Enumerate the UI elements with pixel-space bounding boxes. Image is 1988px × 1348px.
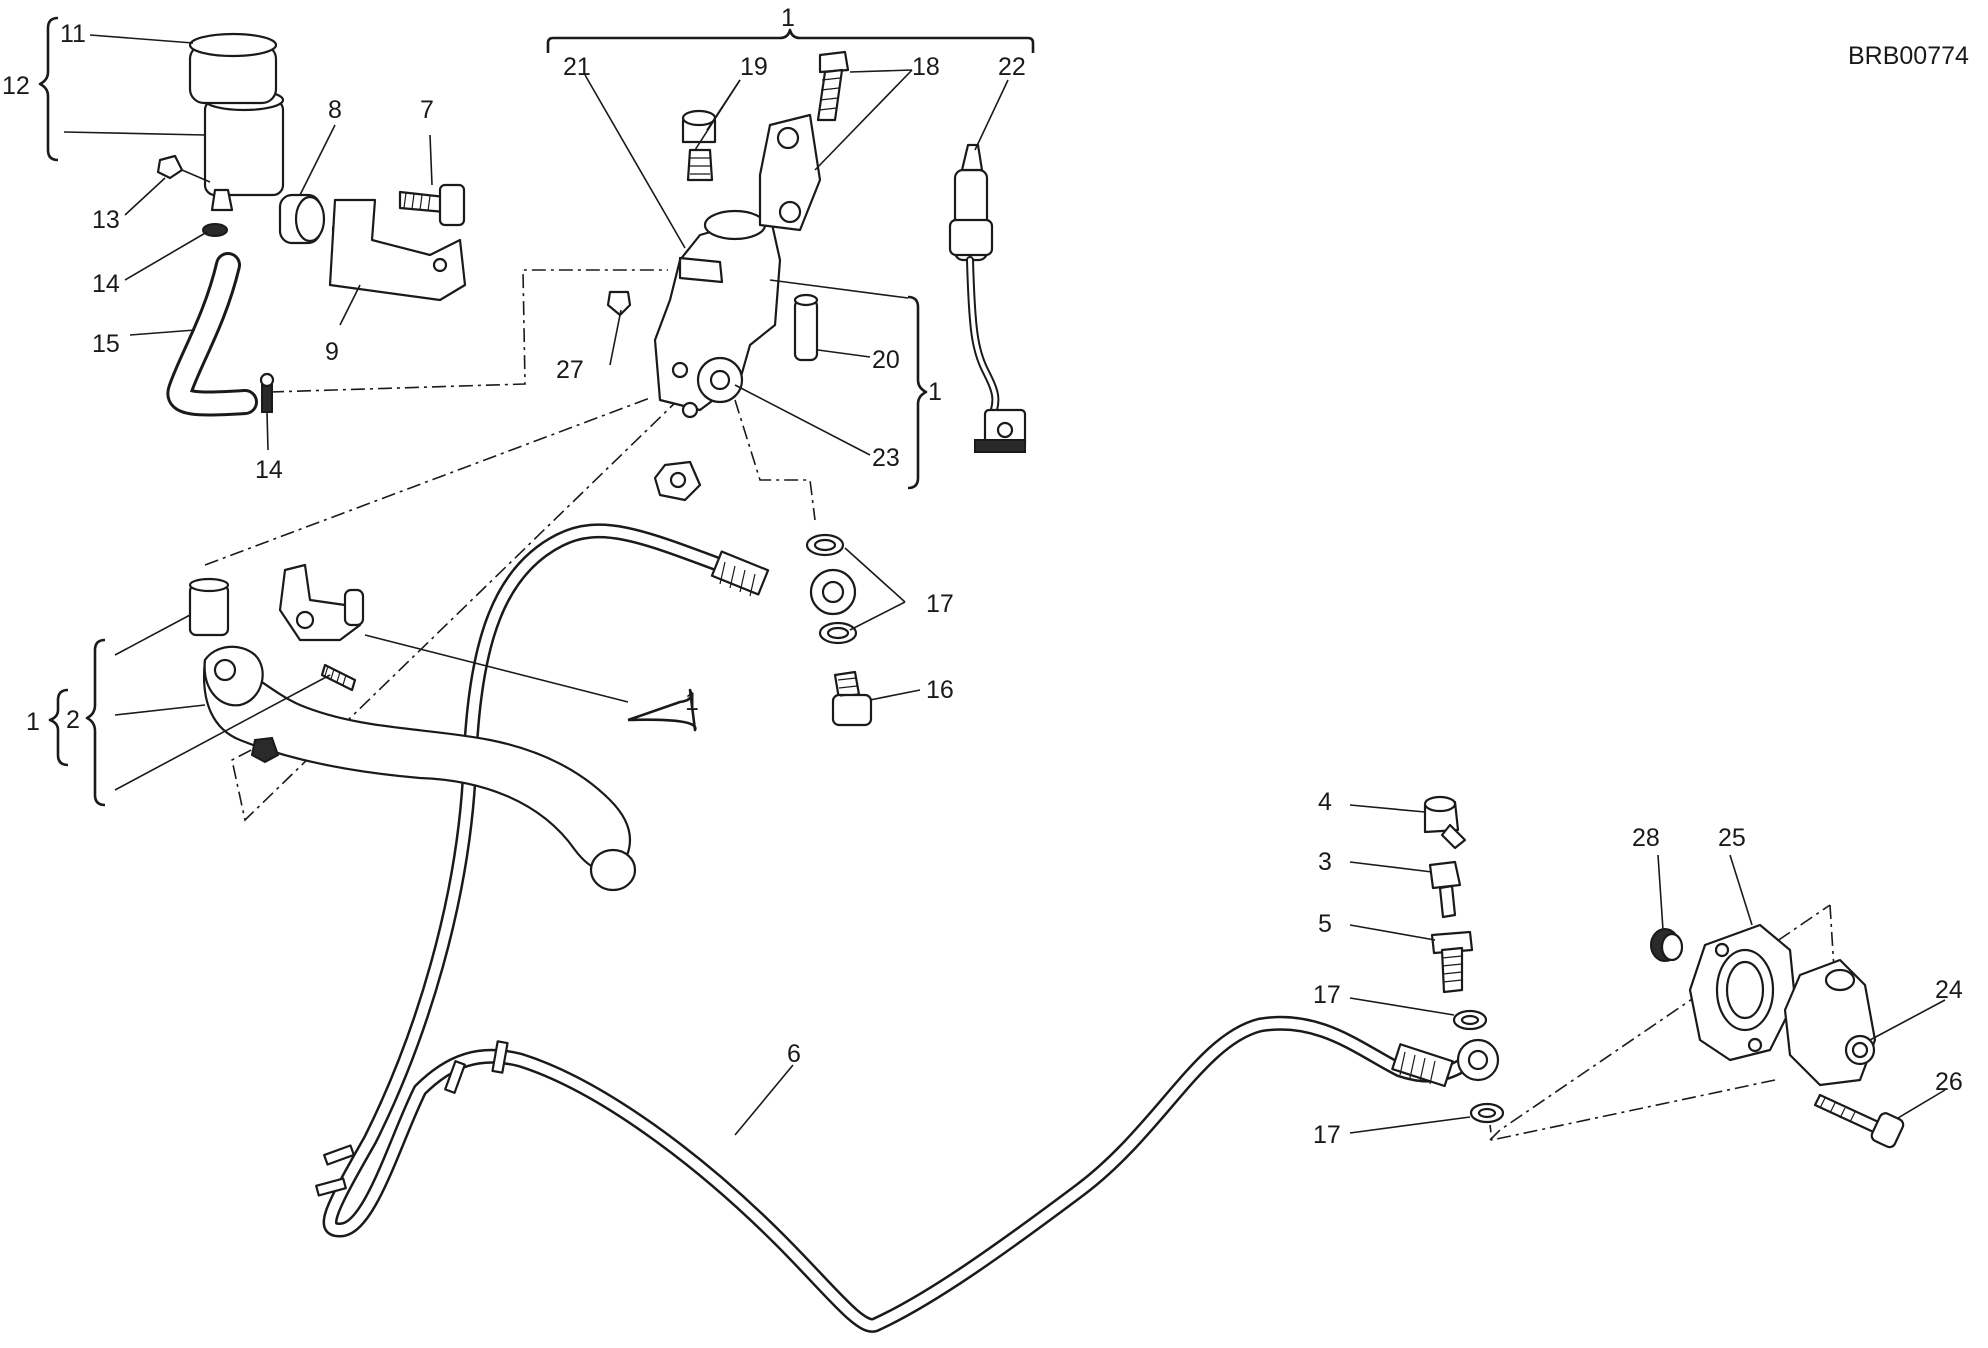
callout-3: 3 xyxy=(1318,848,1332,876)
callout-6: 6 xyxy=(787,1040,801,1068)
callout-17-lower: 17 xyxy=(1313,1121,1341,1149)
callout-1-left: 1 xyxy=(26,708,40,736)
callout-23: 23 xyxy=(872,444,900,472)
callout-14-top: 14 xyxy=(92,270,120,298)
assembly-lines xyxy=(204,269,1836,1141)
callout-20: 20 xyxy=(872,346,900,374)
callout-7: 7 xyxy=(420,96,434,124)
callout-25: 25 xyxy=(1718,824,1746,852)
callout-21: 21 xyxy=(563,53,591,81)
callout-15: 15 xyxy=(92,330,120,358)
callout-19: 19 xyxy=(740,53,768,81)
callout-22: 22 xyxy=(998,53,1026,81)
callout-1-top: 1 xyxy=(781,4,795,32)
reservoir-bracket xyxy=(328,183,467,302)
clutch-lever xyxy=(188,563,637,892)
figure-code: BRB00774 xyxy=(1848,42,1969,70)
callout-27: 27 xyxy=(556,356,584,384)
callout-4: 4 xyxy=(1318,788,1332,816)
callout-14-bottom: 14 xyxy=(255,456,283,484)
reservoir-group xyxy=(156,32,285,417)
clutch-switch xyxy=(948,143,1027,453)
callout-26: 26 xyxy=(1935,1068,1963,1096)
callout-13: 13 xyxy=(92,206,120,234)
callout-17-mid: 17 xyxy=(1313,981,1341,1009)
callout-12: 12 xyxy=(2,72,30,100)
lower-bleeder xyxy=(1423,795,1505,1124)
callout-labels: 1 1 1 1 2 3 4 5 6 7 8 9 11 12 13 14 14 1… xyxy=(2,4,1963,1149)
callout-5: 5 xyxy=(1318,910,1332,938)
callout-17-upper: 17 xyxy=(926,590,954,618)
callout-1-mid: 1 xyxy=(685,688,699,716)
callout-11: 11 xyxy=(60,20,86,48)
callout-9: 9 xyxy=(325,338,339,366)
leader-lines xyxy=(63,34,1946,1136)
callout-24: 24 xyxy=(1935,976,1963,1004)
master-cylinder xyxy=(606,50,850,502)
callout-16: 16 xyxy=(926,676,954,704)
callout-28: 28 xyxy=(1632,824,1660,852)
upper-banjo xyxy=(805,533,873,727)
braces xyxy=(38,16,1035,807)
callout-8: 8 xyxy=(328,96,342,124)
slave-cylinder xyxy=(1650,923,1905,1149)
callout-2: 2 xyxy=(66,706,80,734)
callout-1-right: 1 xyxy=(928,378,942,406)
callout-18: 18 xyxy=(912,53,940,81)
